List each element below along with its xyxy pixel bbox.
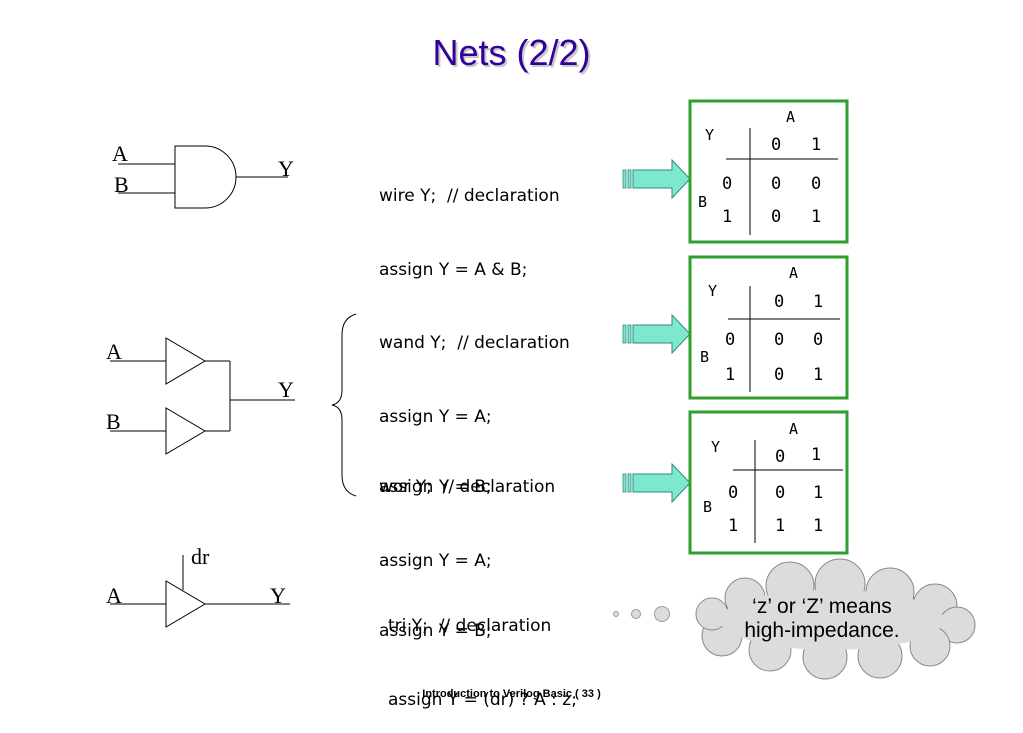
tt1-a-header: A xyxy=(786,108,795,126)
buffer-input-b-label: B xyxy=(106,409,121,434)
tt2-a0: 0 xyxy=(774,292,784,312)
callout-line-2: high-impedance. xyxy=(744,619,899,642)
callout-line-1: ‘z’ or ‘Z’ means xyxy=(752,595,892,618)
and-input-a-label: A xyxy=(112,141,128,166)
tri-state-buffer xyxy=(110,555,290,628)
tt1-a1: 1 xyxy=(811,135,821,155)
buffer-pair xyxy=(110,337,295,455)
tt3-r01: 1 xyxy=(813,483,823,503)
tt1-r00: 0 xyxy=(771,174,781,194)
tt1-a0: 0 xyxy=(771,135,781,155)
wire-code-block: wire Y; // declaration assign Y = A & B; xyxy=(379,141,560,303)
truth-table-wire: A Y 0 1 B 0 1 0 0 0 1 xyxy=(688,99,849,244)
buffer-input-a-label: A xyxy=(106,339,122,364)
tt2-a1: 1 xyxy=(813,292,823,312)
wor-declaration: wor Y; // declaration xyxy=(379,477,556,497)
thought-bubbles xyxy=(613,606,670,622)
tt2-r10: 0 xyxy=(774,365,784,385)
tt3-a0: 0 xyxy=(775,447,785,467)
tt2-b1: 1 xyxy=(725,365,735,385)
wand-assign-b: assign Y = B; xyxy=(379,477,492,497)
tt3-r11: 1 xyxy=(813,516,823,536)
tt2-b0: 0 xyxy=(725,330,735,350)
tt2-r01: 0 xyxy=(813,330,823,350)
and-output-y-label: Y xyxy=(278,156,294,181)
wor-assign-a: assign Y = A; xyxy=(379,551,492,571)
tt3-y-header: Y xyxy=(711,438,720,456)
wire-assign: assign Y = A & B; xyxy=(379,260,528,280)
truth-table-wor: A Y 0 1 B 0 1 0 1 1 1 xyxy=(688,410,849,555)
tt2-b-header: B xyxy=(700,348,709,366)
arrow-2 xyxy=(622,313,691,355)
tt3-a1: 1 xyxy=(811,445,821,465)
wand-code-block: wand Y; // declaration assign Y = A; ass… xyxy=(379,288,570,520)
cloud-callout xyxy=(695,558,976,680)
wand-assign-a: assign Y = A; xyxy=(379,407,492,427)
wor-code-block: wor Y; // declaration assign Y = A; assi… xyxy=(379,432,555,664)
tt1-y-header: Y xyxy=(705,126,714,144)
diagram-canvas: A B Y A B Y dr A Y xyxy=(106,99,976,680)
tt1-r11: 1 xyxy=(811,207,821,227)
wire-declaration: wire Y; // declaration xyxy=(379,186,560,206)
tt1-r01: 0 xyxy=(811,174,821,194)
grouping-brace xyxy=(331,313,357,497)
tt1-b-header: B xyxy=(698,193,707,211)
slide-footer: Introduction to Verilog Basic ( 33 ) xyxy=(422,688,601,700)
tri-output-y-label: Y xyxy=(270,583,286,608)
tri-control-dr-label: dr xyxy=(191,544,210,569)
tri-declaration: tri Y; // declaration xyxy=(388,616,552,636)
tt3-b-header: B xyxy=(703,498,712,516)
truth-table-wand: A Y 0 1 B 0 1 0 0 0 1 xyxy=(688,255,849,400)
and-input-b-label: B xyxy=(114,172,129,197)
buffer-output-y-label: Y xyxy=(278,377,294,402)
tt2-y-header: Y xyxy=(708,282,717,300)
tt1-b1: 1 xyxy=(722,207,732,227)
and-gate xyxy=(118,145,288,209)
tt1-r10: 0 xyxy=(771,207,781,227)
tt2-a-header: A xyxy=(789,264,798,282)
tt2-r11: 1 xyxy=(813,365,823,385)
wand-declaration: wand Y; // declaration xyxy=(379,333,570,353)
tri-code-block: tri Y; // declaration assign Y = (dr) ? … xyxy=(388,571,577,733)
tt3-b0: 0 xyxy=(728,483,738,503)
slide-title: Nets (2/2) xyxy=(432,32,591,73)
tt2-r00: 0 xyxy=(774,330,784,350)
wor-assign-b: assign Y = B; xyxy=(379,621,492,641)
tt3-b1: 1 xyxy=(728,516,738,536)
tt1-b0: 0 xyxy=(722,174,732,194)
tt3-a-header: A xyxy=(789,420,798,438)
arrow-1 xyxy=(622,158,691,200)
tt3-r00: 0 xyxy=(775,483,785,503)
tri-input-a-label: A xyxy=(106,583,122,608)
tri-assign: assign Y = (dr) ? A : z; xyxy=(388,690,577,710)
tt3-r10: 1 xyxy=(775,516,785,536)
arrow-3 xyxy=(622,462,691,504)
